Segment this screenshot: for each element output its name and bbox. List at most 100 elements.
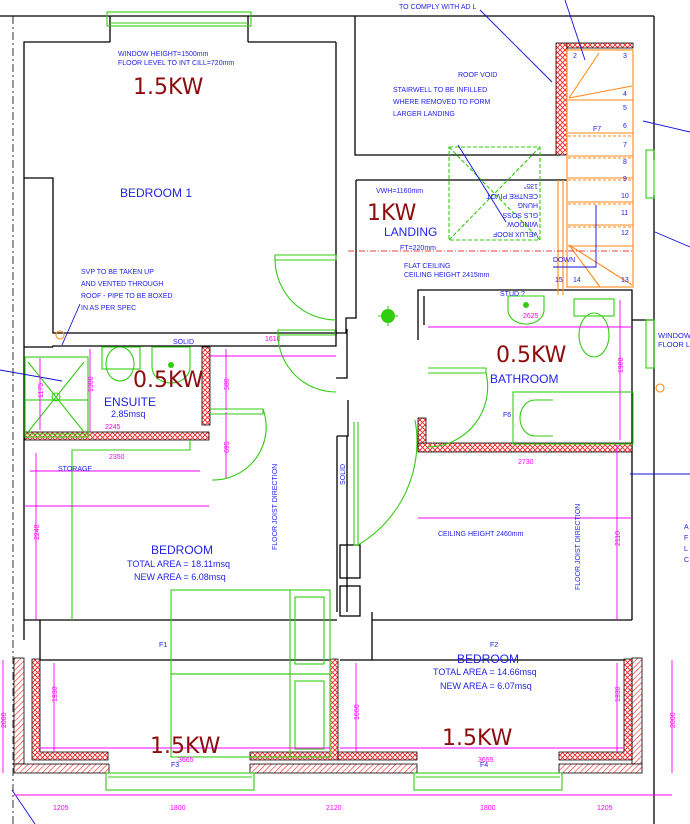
floor-mark: F4 bbox=[480, 762, 488, 769]
heater-landing: 1KW bbox=[367, 201, 417, 226]
label-landing: LANDING bbox=[384, 225, 437, 239]
note-solid: SOLID bbox=[173, 339, 194, 346]
heater-bedroom1: 1.5KW bbox=[133, 75, 204, 100]
area-ensuite: 2.85msq bbox=[111, 409, 146, 419]
note-svp-4: IN AS PER SPEC bbox=[81, 305, 136, 312]
dimension-label: 2110 bbox=[615, 531, 622, 546]
dimension-label: 1205 bbox=[597, 805, 613, 812]
stair-number: 3 bbox=[623, 53, 627, 60]
floor-mark: F1 bbox=[159, 642, 167, 649]
note-stud: STUD ? bbox=[500, 291, 525, 298]
floor-mark: F3 bbox=[171, 762, 179, 769]
stair-number: 6 bbox=[623, 123, 627, 130]
dimension-label: 1900 bbox=[618, 357, 625, 373]
dimension-label: 1930 bbox=[52, 686, 59, 702]
doors bbox=[210, 254, 489, 546]
edge-letter: C bbox=[684, 557, 689, 564]
dimension-label: 2000 bbox=[670, 712, 677, 728]
staircase bbox=[348, 49, 634, 295]
floor-mark: F7 bbox=[593, 126, 601, 133]
floor-mark: F2 bbox=[490, 642, 498, 649]
dimension-label: 1610 bbox=[265, 336, 281, 343]
floor-marks: F7 F6 F1 F2 F3 F4 bbox=[159, 126, 601, 769]
label-bedroom-right: BEDROOM bbox=[457, 652, 519, 666]
dimension-label: 2000 bbox=[1, 712, 8, 728]
stair-number: 12 bbox=[621, 230, 629, 237]
hatched-walls bbox=[13, 42, 643, 774]
stair-number: 14 bbox=[573, 277, 581, 284]
note-floor-right: FLOOR L bbox=[658, 340, 690, 349]
velux-note: 135° CENTRE PIVOT HUNG GLS SOSS WINDOW V… bbox=[486, 182, 538, 237]
dimension-label: 3665 bbox=[178, 757, 194, 764]
note-svp-2: AND VENTED THROUGH bbox=[81, 281, 163, 288]
dimension-label: 2240 bbox=[34, 524, 41, 540]
dimension-label: 2245 bbox=[105, 424, 121, 431]
stair-down-label: DOWN bbox=[553, 257, 575, 264]
total-area-right: TOTAL AREA = 14.66msq bbox=[433, 667, 537, 677]
note-storage: STORAGE bbox=[58, 466, 92, 473]
dimension-label: 1930 bbox=[615, 686, 622, 702]
note-vwh: VWH=1160mm bbox=[376, 188, 423, 195]
heater-ensuite: 0.5KW bbox=[133, 368, 204, 393]
velux-line: 135° bbox=[523, 182, 538, 190]
fixtures bbox=[24, 146, 665, 758]
note-flat-ceiling: FLAT CEILING bbox=[404, 263, 450, 270]
label-ensuite: ENSUITE bbox=[104, 395, 156, 409]
label-bedroom-left: BEDROOM bbox=[151, 543, 213, 557]
annotations: TO COMPLY WITH AD L WINDOW HEIGHT=1500mm… bbox=[58, 4, 690, 590]
heater-bedroom-right: 1.5KW bbox=[442, 726, 513, 751]
dimension-label: 695 bbox=[224, 441, 231, 453]
dimension-lines bbox=[2, 300, 673, 796]
note-ft-visible: FT=220mm bbox=[400, 245, 436, 252]
note-svp-3: ROOF - PIPE TO BE BOXED bbox=[81, 293, 173, 300]
stair-number: 15 bbox=[555, 277, 563, 284]
note-solid-2: SOLID bbox=[340, 464, 347, 485]
velux-line: HUNG bbox=[517, 201, 538, 208]
note-stairwell-2: WHERE REMOVED TO FORM bbox=[393, 99, 491, 106]
velux-line: VELUX ROOF bbox=[493, 230, 538, 237]
velux-line: WINDOW bbox=[507, 220, 538, 227]
note-stairwell-1: STAIRWELL TO BE INFILLED bbox=[393, 87, 487, 94]
velux-line: GLS SOSS bbox=[502, 211, 538, 218]
dimension-label: 1300 bbox=[88, 376, 95, 392]
stair-numbers: 2 3 4 5 6 7 8 9 10 11 12 13 14 15 bbox=[555, 53, 629, 284]
note-stairwell-3: LARGER LANDING bbox=[393, 111, 455, 118]
stair-number: 10 bbox=[621, 193, 629, 200]
note-ceiling-height: CEILING HEIGHT 2415mm bbox=[404, 272, 490, 279]
stair-number: 4 bbox=[623, 91, 627, 98]
stair-number: 2 bbox=[573, 53, 577, 60]
new-area-left: NEW AREA = 6.08msq bbox=[134, 572, 226, 582]
heater-bathroom: 0.5KW bbox=[496, 343, 567, 368]
note-comply: TO COMPLY WITH AD L bbox=[399, 4, 477, 11]
total-area-left: TOTAL AREA = 18.11msq bbox=[127, 559, 230, 569]
note-joist-right: FLOOR JOIST DIRECTION bbox=[575, 504, 582, 590]
compass-icon bbox=[378, 306, 398, 326]
note-joist-left: FLOOR JOIST DIRECTION bbox=[272, 464, 279, 550]
stair-number: 7 bbox=[623, 142, 627, 149]
label-bedroom1: BEDROOM 1 bbox=[120, 186, 192, 200]
dimension-label: 2625 bbox=[523, 313, 539, 320]
stair-number: 8 bbox=[623, 159, 627, 166]
new-area-right: NEW AREA = 6.07msq bbox=[440, 681, 532, 691]
note-ceiling-2460: CEILING HEIGHT 2460mm bbox=[438, 531, 524, 538]
note-floor-level: FLOOR LEVEL TO INT CILL=720mm bbox=[118, 60, 234, 67]
floor-mark: F6 bbox=[503, 412, 511, 419]
dimension-label: 580 bbox=[224, 378, 231, 390]
note-svp-1: SVP TO BE TAKEN UP bbox=[81, 269, 154, 276]
dimension-label: 1800 bbox=[480, 805, 496, 812]
note-window-height: WINDOW HEIGHT=1500mm bbox=[118, 51, 209, 58]
stair-number: 13 bbox=[621, 277, 629, 284]
dimension-label: 2350 bbox=[109, 454, 125, 461]
heater-bedroom-left: 1.5KW bbox=[150, 734, 221, 759]
stair-number: 5 bbox=[623, 105, 627, 112]
dimension-labels: 1175 1300 580 1610 695 2245 2350 2240 26… bbox=[1, 313, 677, 812]
windows bbox=[105, 11, 655, 791]
dimension-label: 2730 bbox=[518, 459, 534, 466]
note-roof-void: ROOF VOID bbox=[458, 72, 497, 79]
edge-letter: F bbox=[684, 535, 688, 542]
dimension-label: 3655 bbox=[478, 757, 494, 764]
stair-number: 11 bbox=[621, 210, 628, 217]
room-labels: 1.5KW BEDROOM 1 1KW LANDING 0.5KW ENSUIT… bbox=[104, 75, 567, 759]
